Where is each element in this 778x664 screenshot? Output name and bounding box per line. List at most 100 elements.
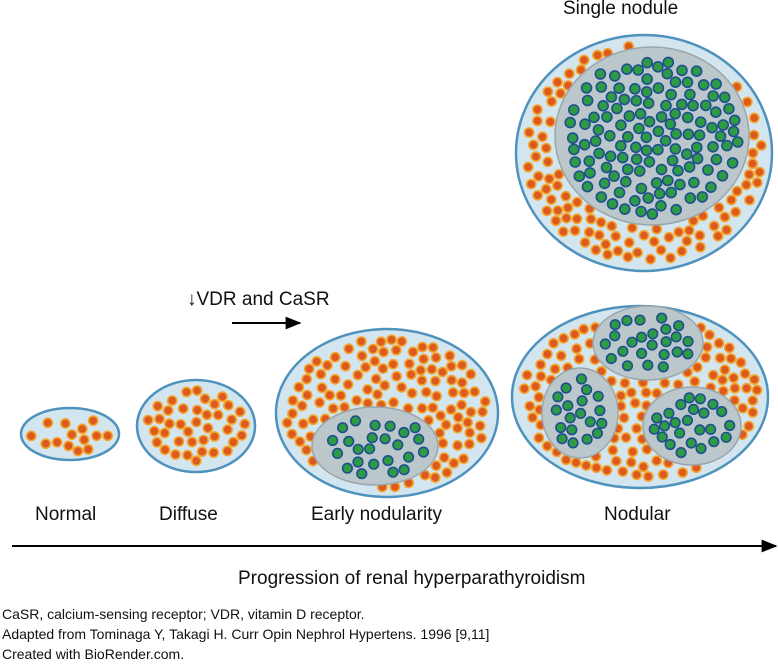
green-cell	[694, 116, 707, 128]
orange-cell	[583, 226, 595, 238]
orange-cell	[749, 374, 760, 385]
orange-cell	[655, 244, 667, 256]
green-cell	[573, 170, 586, 182]
green-cell	[675, 447, 687, 459]
green-cell	[550, 404, 562, 416]
green-cell	[576, 395, 588, 407]
orange-cell	[287, 408, 298, 419]
orange-cell	[527, 412, 538, 423]
green-cell	[601, 111, 613, 123]
orange-cell	[327, 403, 339, 414]
green-cell	[635, 205, 647, 218]
green-cell	[724, 419, 736, 432]
green-cell	[578, 138, 591, 151]
orange-cell	[747, 406, 759, 418]
green-cell	[685, 437, 697, 449]
green-cell	[683, 392, 695, 404]
orange-cell	[592, 49, 603, 61]
orange-cell	[362, 384, 373, 395]
orange-cell	[535, 370, 547, 382]
green-cell	[653, 187, 666, 200]
green-cell	[690, 141, 703, 154]
orange-cell	[677, 467, 688, 478]
orange-cell	[316, 382, 328, 394]
green-cell	[708, 436, 720, 448]
orange-cell	[725, 353, 737, 364]
orange-cell	[102, 430, 114, 442]
orange-cell	[571, 343, 582, 355]
orange-cell	[560, 190, 572, 202]
green-cell	[643, 156, 656, 168]
orange-cell	[166, 395, 178, 406]
orange-cell	[430, 460, 442, 472]
orange-cell	[420, 386, 432, 398]
orange-cell	[369, 355, 381, 367]
orange-cell	[726, 194, 737, 206]
orange-cell	[372, 388, 383, 400]
green-cell	[666, 154, 679, 167]
orange-cell	[212, 409, 224, 421]
orange-cell	[676, 245, 688, 257]
green-cell	[716, 406, 728, 418]
orange-cell	[629, 397, 641, 409]
orange-cell	[462, 416, 473, 428]
green-cell	[584, 416, 596, 428]
orange-cell	[440, 419, 452, 431]
green-cell	[589, 135, 602, 147]
green-cell	[392, 439, 404, 451]
orange-cell	[465, 368, 477, 380]
green-cell	[633, 165, 646, 177]
orange-cell	[532, 189, 544, 201]
orange-cell	[743, 169, 755, 180]
caption-credit: Created with BioRender.com.	[2, 646, 185, 662]
orange-cell	[209, 398, 220, 410]
green-cell	[697, 79, 710, 91]
orange-cell	[311, 355, 323, 367]
orange-cell	[524, 400, 536, 412]
orange-cell	[748, 112, 760, 124]
green-cell	[580, 82, 593, 94]
green-cell	[646, 339, 658, 351]
orange-cell	[281, 417, 293, 429]
orange-cell	[430, 352, 442, 363]
orange-cell	[82, 443, 94, 455]
green-cell	[618, 203, 631, 215]
green-cell	[356, 468, 368, 480]
orange-cell	[360, 361, 371, 373]
orange-cell	[182, 426, 194, 438]
single-nodule-gland	[514, 33, 774, 273]
green-cell	[569, 156, 582, 168]
orange-cell	[532, 115, 543, 127]
green-cell	[343, 435, 355, 448]
green-cell	[614, 140, 627, 152]
orange-cell	[543, 173, 555, 185]
orange-cell	[315, 368, 327, 380]
green-cell	[694, 424, 706, 436]
orange-cell	[78, 434, 90, 446]
orange-cell	[159, 427, 171, 439]
orange-cell	[601, 464, 613, 476]
green-cell	[675, 399, 687, 411]
green-cell	[382, 455, 394, 467]
orange-cell	[569, 225, 581, 236]
green-cell	[683, 161, 696, 173]
orange-cell	[355, 336, 367, 347]
orange-cell	[665, 252, 676, 264]
green-cell	[630, 94, 643, 107]
green-cell	[663, 407, 675, 419]
green-cell	[562, 400, 574, 412]
orange-cell	[743, 420, 755, 432]
orange-cell	[386, 334, 397, 346]
green-cell	[656, 312, 668, 324]
green-cell	[661, 67, 674, 80]
orange-cell	[152, 400, 164, 412]
green-cell	[598, 177, 611, 190]
green-cell	[594, 405, 606, 417]
orange-cell	[72, 445, 84, 457]
orange-cell	[625, 456, 637, 468]
orange-cell	[612, 245, 624, 257]
orange-cell	[620, 432, 632, 443]
green-cell	[717, 119, 730, 131]
orange-cell	[755, 139, 767, 151]
orange-cell	[448, 457, 460, 469]
